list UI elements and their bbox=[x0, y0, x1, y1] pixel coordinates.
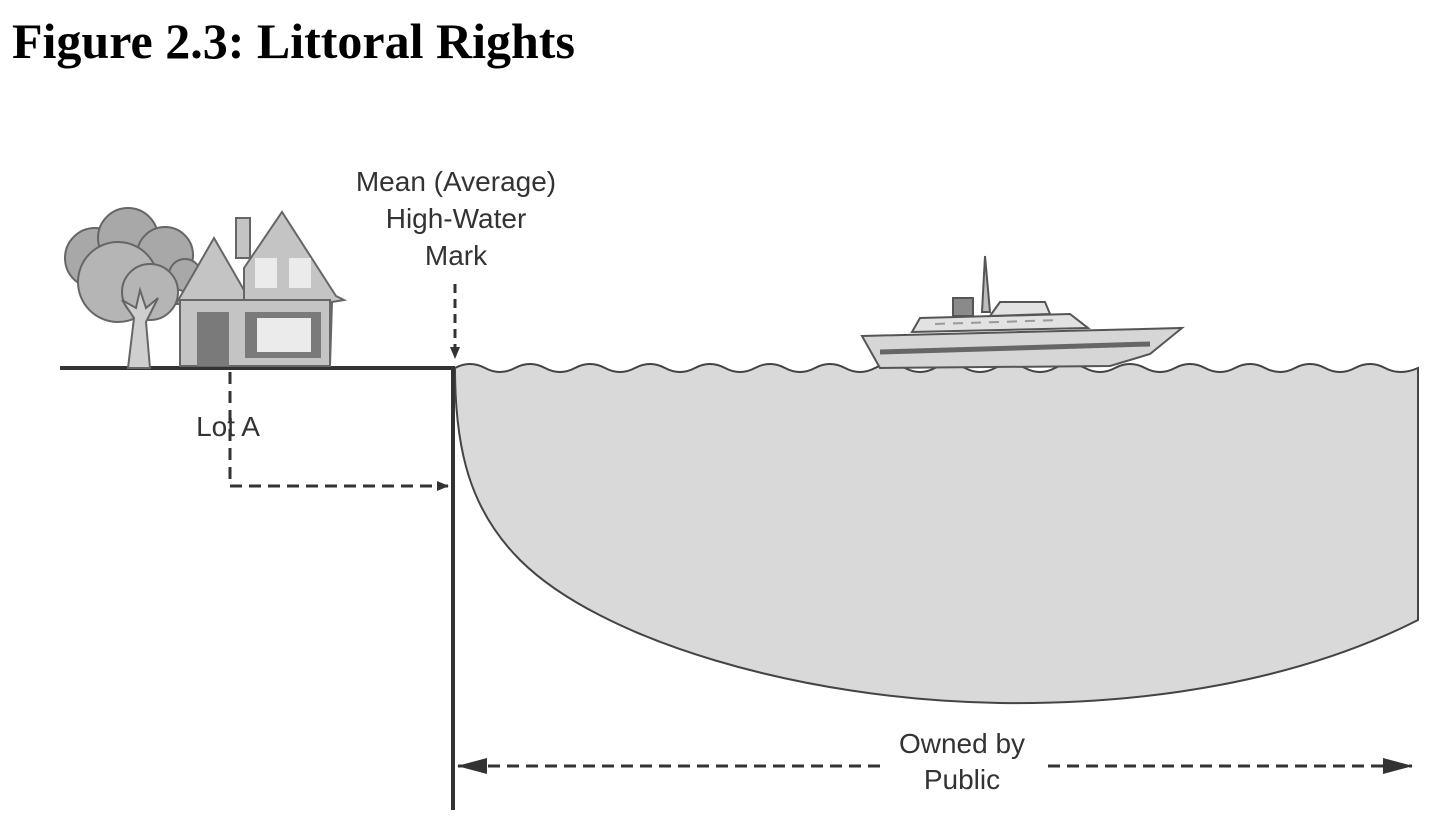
high-water-label-line3: Mark bbox=[425, 240, 488, 271]
lot-a-arrow bbox=[228, 372, 449, 491]
boat-icon bbox=[860, 255, 1185, 370]
lot-label: Lot A bbox=[196, 411, 260, 442]
water-body bbox=[453, 363, 1419, 705]
public-label-line2: Public bbox=[924, 764, 1000, 795]
house-icon bbox=[174, 210, 348, 367]
high-water-label-line1: Mean (Average) bbox=[356, 166, 556, 197]
high-water-label-line2: High-Water bbox=[386, 203, 527, 234]
tree-icon bbox=[64, 207, 202, 369]
public-label-line1: Owned by bbox=[899, 728, 1025, 759]
figure-title: Figure 2.3: Littoral Rights bbox=[12, 13, 575, 69]
